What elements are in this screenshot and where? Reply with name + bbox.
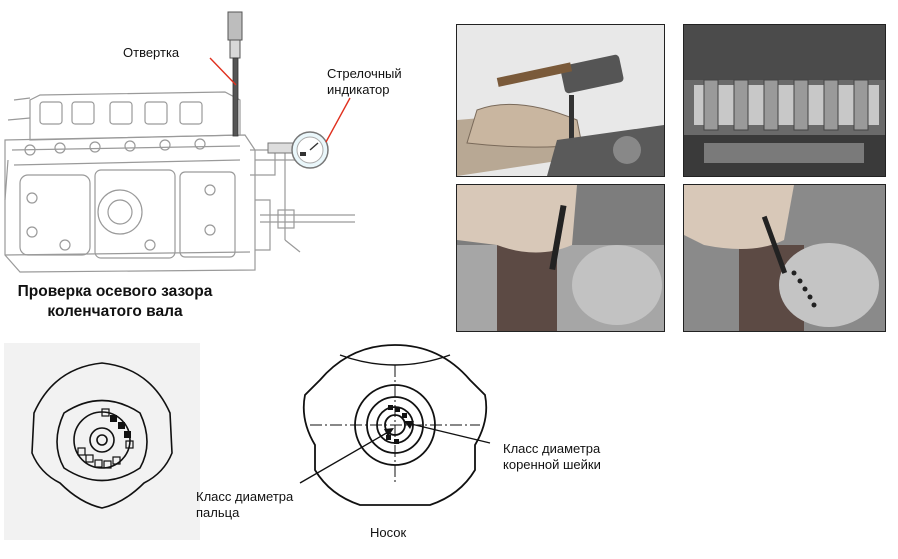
crank-end-view-drawing <box>31 362 173 509</box>
photo-marking-journal-2 <box>683 184 886 332</box>
crank-end-view-figure <box>4 343 200 540</box>
crank-nose-view-figure: Класс диаметра коренной шейки Класс диам… <box>190 335 630 559</box>
figure-caption: Проверка осевого зазора коленчатого вала <box>10 282 220 322</box>
photo-crankshaft-in-block <box>683 24 886 177</box>
crank-nose-view-drawing <box>299 344 491 506</box>
caption-line-1: Проверка осевого зазора <box>17 283 213 300</box>
dial-indicator-label-line2: индикатор <box>327 82 390 97</box>
main-journal-class-label-line2: коренной шейки <box>503 457 601 472</box>
photo-marking-journal-1 <box>456 184 665 332</box>
nose-label: Носок <box>370 525 407 540</box>
main-journal-class-label-line1: Класс диаметра <box>503 441 601 456</box>
dial-indicator-icon <box>267 131 329 169</box>
engine-block-figure: Отвертка Стрелочный индикатор Проверка о… <box>0 0 420 340</box>
pin-class-label-line1: Класс диаметра <box>196 489 294 504</box>
engine-block-drawing <box>4 11 355 273</box>
pin-class-label-line2: пальца <box>196 505 240 520</box>
dial-indicator-label-line1: Стрелочный <box>327 66 402 81</box>
screwdriver-icon <box>227 11 243 137</box>
photo-hammer-on-screwdriver <box>456 24 665 177</box>
screwdriver-label: Отвертка <box>123 45 180 60</box>
caption-line-2: коленчатого вала <box>47 303 183 320</box>
